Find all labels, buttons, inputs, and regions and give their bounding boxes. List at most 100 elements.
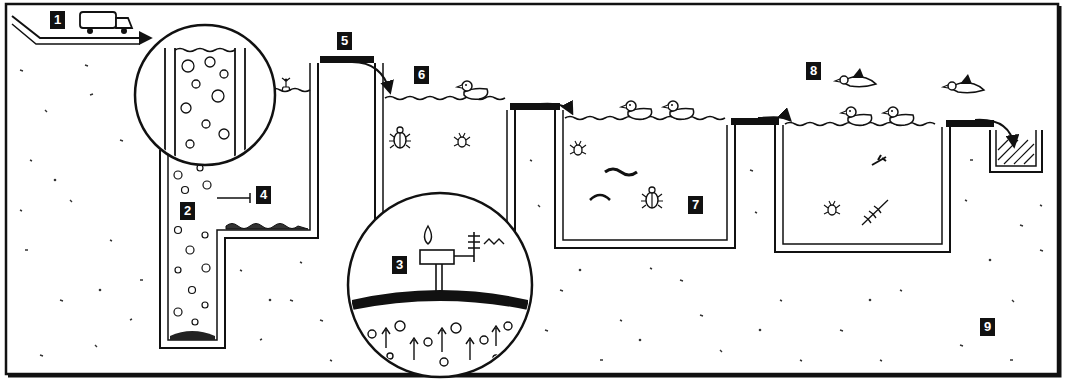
- weir-caps: [320, 56, 374, 63]
- birds: [841, 107, 872, 125]
- magnifier-tank-top: [205, 57, 215, 67]
- magnifier-gas-cover: [454, 232, 480, 262]
- birds: [943, 74, 984, 93]
- organisms: [570, 141, 586, 155]
- organisms: [872, 155, 886, 165]
- digester-tank: [202, 264, 210, 272]
- magnifier-gas-cover: [466, 338, 474, 360]
- frame: [6, 4, 1060, 376]
- soil-speckles: [54, 179, 57, 182]
- soil-speckles: [759, 329, 762, 332]
- pond-walls: [990, 130, 1042, 172]
- flow-arrows: [975, 120, 1014, 146]
- magnifier-gas-cover: [395, 321, 405, 331]
- magnifier-tank-top: [186, 140, 194, 148]
- magnifier-gas-cover: [348, 193, 532, 377]
- tank-hatching: [998, 140, 1034, 164]
- callout-number: 6: [414, 66, 429, 84]
- callout-number: 1: [50, 11, 65, 29]
- magnifier-tank-top: [182, 60, 194, 72]
- magnifier-tank-top: [135, 25, 275, 165]
- digester-tank: [192, 319, 198, 325]
- frame: [8, 6, 1060, 376]
- magnifier-gas-cover: [504, 322, 512, 330]
- digester-tank: [182, 187, 189, 194]
- pond-walls: [563, 110, 727, 240]
- digester-tank: [174, 308, 182, 316]
- birds: [621, 101, 652, 119]
- water-surface: [385, 97, 935, 126]
- callout-number: 5: [337, 32, 352, 50]
- weir-caps: [320, 56, 994, 127]
- organisms: [454, 133, 470, 147]
- pond-walls: [996, 130, 1036, 166]
- magnifier-tank-top: [181, 57, 229, 148]
- magnifier-gas-cover: [410, 338, 418, 360]
- organisms: [641, 187, 663, 208]
- magnifier-gas-cover: [493, 355, 499, 361]
- digester-tank: [175, 227, 182, 234]
- inlet-truck: [80, 12, 116, 28]
- frame: [6, 4, 1058, 374]
- magnifier-gas-cover: [451, 323, 461, 333]
- magnifier-tank-top: [165, 48, 245, 170]
- magnifier-gas-cover: [348, 193, 532, 377]
- magnifier-gas-cover: [424, 338, 432, 346]
- birds: [457, 81, 488, 99]
- weir-caps: [731, 118, 779, 125]
- magnifier-gas-cover: [425, 226, 432, 244]
- birds: [663, 101, 694, 119]
- organisms: [389, 127, 411, 148]
- inlet-truck: [116, 18, 132, 28]
- digester-tank: [189, 287, 196, 294]
- callout-number: 4: [256, 186, 271, 204]
- pond-walls: [775, 125, 950, 252]
- organisms: [824, 201, 840, 215]
- inlet-truck: [121, 28, 127, 34]
- digester-tank: [202, 302, 208, 308]
- organisms: [862, 200, 888, 225]
- digester-tank: [170, 331, 215, 340]
- flow-arrows: [540, 104, 572, 113]
- tank-hatching: [998, 140, 1034, 164]
- magnifier-gas-cover: [440, 358, 448, 366]
- flow-arrows: [758, 117, 790, 120]
- soil-speckles: [99, 289, 102, 292]
- soil-speckles: [269, 299, 272, 302]
- magnifier-tank-top: [175, 49, 235, 52]
- soil-speckles: [869, 299, 872, 302]
- digester-tank: [174, 171, 182, 179]
- digester-tank: [175, 267, 181, 273]
- magnifier-tank-top: [212, 90, 224, 102]
- magnifier-gas-cover: [382, 328, 390, 348]
- digester-tank: [186, 246, 194, 254]
- magnifier-gas-cover: [436, 264, 442, 293]
- magnifier-tank-top: [192, 80, 200, 88]
- soil-speckles: [579, 269, 582, 272]
- magnifier-tank-top: [202, 120, 210, 128]
- birds: [457, 68, 984, 125]
- digester-tank: [202, 232, 208, 238]
- digester-tank: [203, 181, 211, 189]
- magnifier-tank-top: [181, 103, 191, 113]
- magnifier-gas-cover: [492, 326, 500, 346]
- flow-arrows: [352, 62, 390, 92]
- magnifier-gas-cover: [352, 290, 528, 310]
- magnifier-gas-cover: [352, 226, 528, 366]
- birds: [883, 107, 914, 125]
- pond-walls: [555, 110, 735, 248]
- magnifier-tank-top: [219, 129, 229, 139]
- magnifier-gas-cover: [484, 239, 504, 244]
- magnifier-gas-cover: [368, 321, 512, 366]
- birds: [835, 68, 876, 87]
- organisms: [605, 169, 637, 175]
- pond-walls: [783, 125, 942, 244]
- organisms: [590, 195, 610, 200]
- magnifier-tank-top: [220, 70, 228, 78]
- magnifier-tank-top: [135, 25, 275, 170]
- magnifier-gas-cover: [420, 250, 454, 264]
- callout-number: 9: [980, 318, 995, 336]
- callout-number: 2: [180, 202, 195, 220]
